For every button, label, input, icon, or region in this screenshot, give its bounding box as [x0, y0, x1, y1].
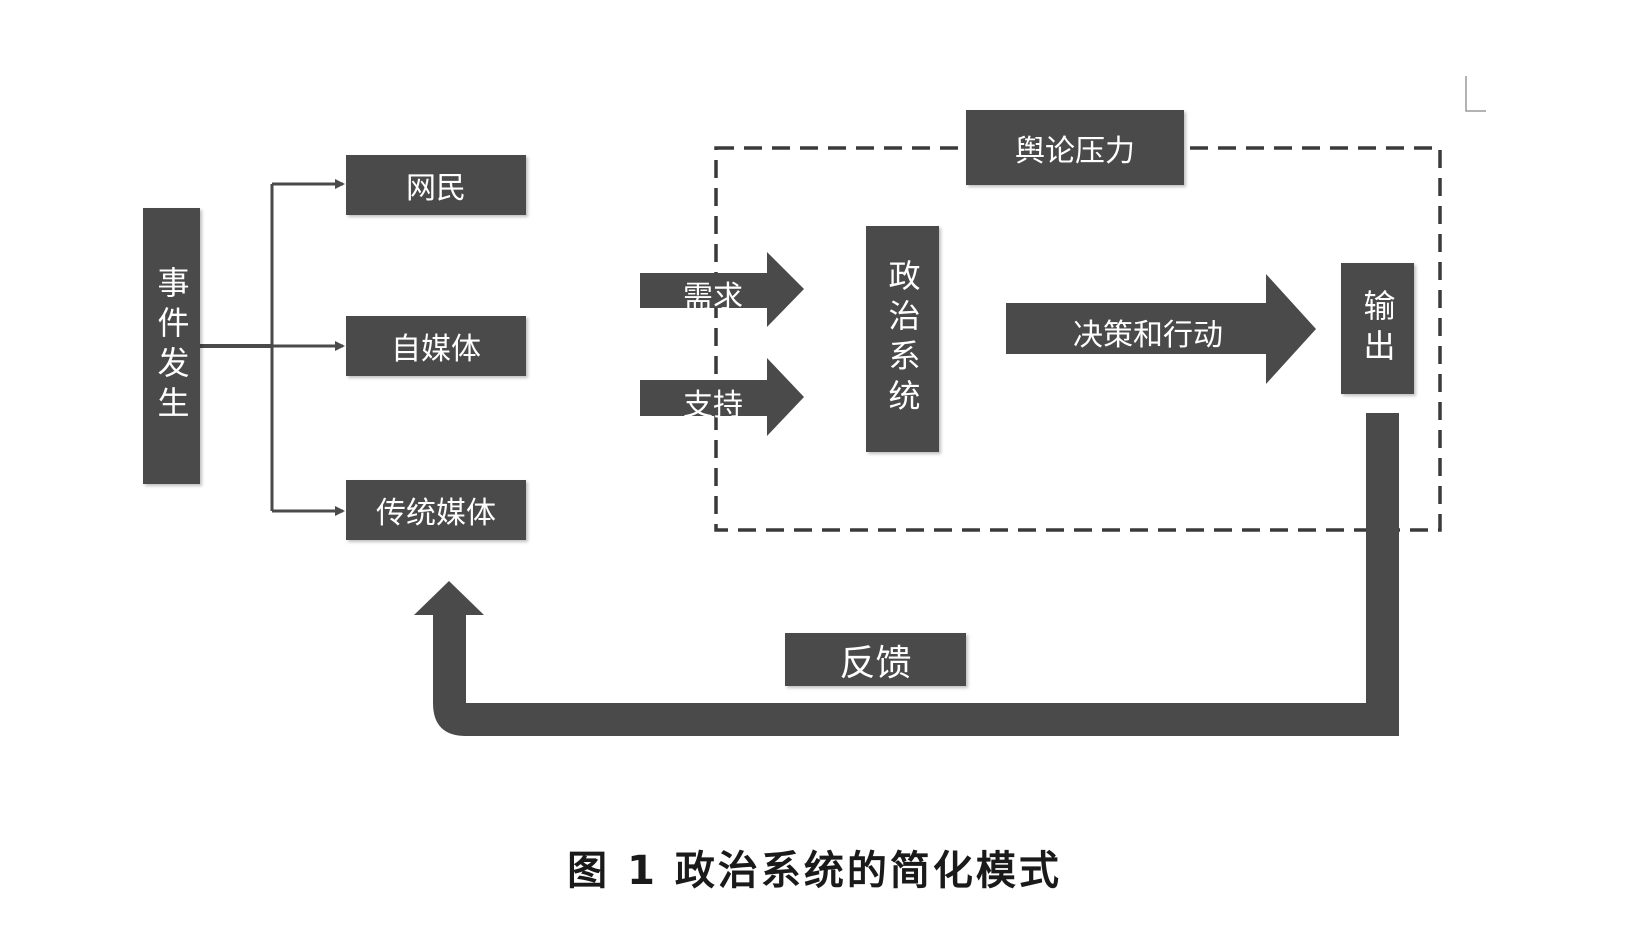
traditional-media-box: 传统媒体	[346, 480, 526, 540]
feedback-label: 反馈	[839, 642, 912, 684]
self-media-label: 自媒体	[391, 332, 481, 367]
political-system-label: 政治系统	[883, 259, 922, 419]
feedback-loop	[414, 413, 1399, 736]
demand-arrow	[640, 252, 804, 327]
decision-arrow	[1006, 274, 1316, 384]
support-arrow	[640, 358, 804, 436]
figure-caption: 图 1 政治系统的简化模式	[567, 848, 1062, 894]
output-label: 输出	[1358, 288, 1397, 369]
output-box: 输出	[1341, 263, 1414, 394]
netizens-box: 网民	[346, 155, 526, 215]
system-boundary	[714, 146, 1442, 532]
feedback-box: 反馈	[785, 633, 966, 686]
self-media-box: 自媒体	[346, 316, 526, 376]
demand-label: 需求	[683, 280, 743, 315]
public-opinion-label: 舆论压力	[1015, 133, 1135, 169]
event-label: 事件发生	[152, 266, 191, 426]
corner-mark	[1465, 76, 1486, 112]
public-opinion-box: 舆论压力	[966, 110, 1184, 185]
decision-label: 决策和行动	[1073, 318, 1223, 353]
traditional-media-label: 传统媒体	[376, 496, 496, 531]
political-system-box: 政治系统	[866, 226, 939, 452]
event-box: 事件发生	[143, 208, 200, 484]
netizens-label: 网民	[406, 171, 466, 206]
support-label: 支持	[683, 388, 743, 423]
